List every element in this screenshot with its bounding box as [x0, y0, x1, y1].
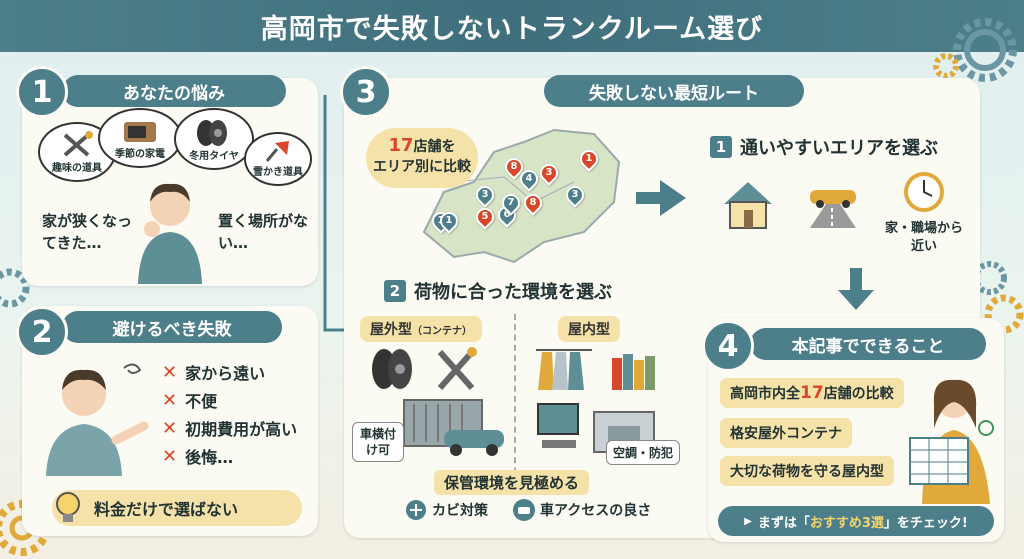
- shovel-icon: [265, 141, 289, 162]
- microwave-icon: [124, 122, 156, 142]
- step-2-number: 2: [384, 280, 406, 302]
- arrow-down-icon: [838, 268, 874, 310]
- gear-icon: [933, 18, 1017, 82]
- step-1-number: 1: [710, 136, 732, 158]
- section-failures: 避けるべき失敗 ✕家から遠い ✕不便 ✕初期費用が高い ✕後悔… 料金だけで選ば…: [22, 306, 318, 536]
- section-3-title: 失敗しない最短ルート: [544, 75, 804, 107]
- arrow-right-icon: [660, 180, 686, 216]
- failure-list: ✕家から遠い ✕不便 ✕初期費用が高い ✕後悔…: [162, 358, 297, 470]
- tools-icon: [63, 131, 93, 157]
- snow-shovel-bubble: 雪かき道具: [244, 132, 312, 186]
- arrow-shaft: [636, 192, 662, 204]
- check-mold: カビ対策: [404, 498, 488, 522]
- cta-check-recommendations[interactable]: ▶ まずは「おすすめ3選」をチェック!: [718, 506, 994, 536]
- indoor-type-label: 屋内型: [558, 316, 620, 342]
- car-road-icon: [810, 190, 856, 228]
- section-worries: あなたの悩み 趣味の道具 季節の家電 冬用タイヤ 雪かき道具 家が狭くなってきた…: [22, 75, 318, 286]
- step-1-caption: 家・職場から近い: [884, 221, 963, 254]
- page-title: 高岡市で失敗しないトランクルーム選び: [260, 13, 764, 45]
- section-2-title: 避けるべき失敗: [62, 311, 282, 343]
- person-pointing-illustration: [46, 363, 149, 476]
- tip-banner: 料金だけで選ばない: [52, 490, 302, 526]
- failure-item: ✕不便: [162, 389, 218, 412]
- benefit-item-1: 高岡市内全17店舗の比較: [720, 378, 904, 408]
- speech-left: 家が狭くなってきた…: [42, 212, 133, 252]
- step-1-heading: 1 通いやすいエリアを選ぶ: [710, 134, 938, 160]
- lightbulb-icon: [56, 492, 80, 522]
- tire-icon: [197, 120, 227, 146]
- section-2-number: 2: [16, 306, 68, 358]
- failure-item: ✕家から遠い: [162, 361, 266, 384]
- failure-item: ✕後悔…: [162, 445, 234, 468]
- step-2-heading: 2 荷物に合った環境を選ぶ: [384, 278, 612, 304]
- seasonal-appliance-bubble: 季節の家電: [98, 108, 182, 168]
- section-3-number: 3: [340, 66, 392, 118]
- cross-icon: ✕: [162, 417, 178, 439]
- cross-icon: ✕: [162, 361, 178, 383]
- house-icon: [724, 182, 772, 229]
- winter-tire-bubble: 冬用タイヤ: [174, 108, 254, 170]
- outdoor-type-label: 屋外型（コンテナ）: [360, 316, 482, 342]
- page-header: 高岡市で失敗しないトランクルーム選び: [0, 0, 1024, 52]
- section-4-number: 4: [702, 320, 754, 372]
- section-4-title: 本記事でできること: [750, 328, 986, 360]
- clock-icon: [904, 172, 944, 212]
- clothes-books-icon: [536, 349, 655, 390]
- container-car-icon: [403, 399, 504, 456]
- speech-right: 置く場所がない…: [218, 212, 309, 252]
- section-1-number: 1: [16, 66, 68, 118]
- car-side-badge: 車横付け可: [352, 422, 404, 462]
- tires-tools-icon: [372, 347, 477, 390]
- play-icon: ▶: [744, 515, 752, 527]
- gear-icon: [0, 268, 30, 308]
- section-1-title: あなたの悩み: [62, 75, 286, 107]
- failure-item: ✕初期費用が高い: [162, 417, 298, 440]
- worried-person-illustration: [138, 183, 202, 284]
- benefit-item-3: 大切な荷物を守る屋内型: [720, 456, 894, 486]
- cross-icon: ✕: [162, 445, 178, 467]
- woman-with-table-illustration: [909, 379, 994, 504]
- ac-security-badge: 空調・防犯: [606, 440, 681, 465]
- type-divider: [514, 314, 516, 494]
- car-icon: [513, 499, 535, 521]
- section-article-benefits: 本記事でできること 高岡市内全17店舗の比較 格安屋外コンテナ 大切な荷物を守る…: [708, 318, 1004, 542]
- cross-icon: ✕: [162, 389, 178, 411]
- section-route: 失敗しない最短ルート 184313657831 17店舗を エリア別に比較 1 …: [344, 75, 980, 538]
- takaoka-area-map: [422, 128, 621, 264]
- check-car-access: 車アクセスの良さ: [512, 498, 651, 522]
- mold-prevention-icon: [406, 500, 426, 520]
- benefit-item-2: 格安屋外コンテナ: [720, 418, 852, 448]
- map-store-tag: 17店舗を エリア別に比較: [366, 128, 478, 188]
- storage-check-title: 保管環境を見極める: [434, 470, 590, 495]
